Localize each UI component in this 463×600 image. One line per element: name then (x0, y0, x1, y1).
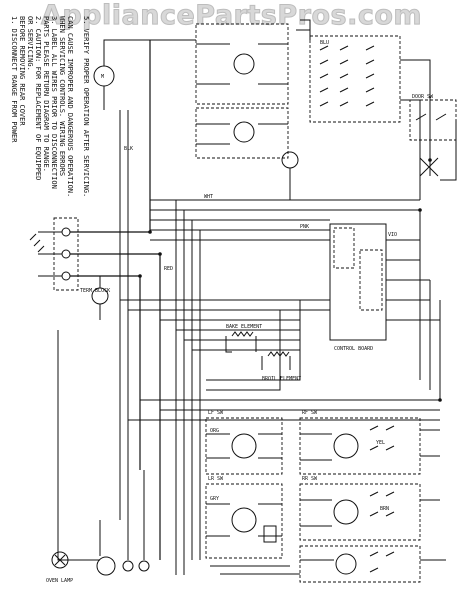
main-bus-wires (57, 39, 201, 575)
watermark: AppliancePartsPros.com (40, 0, 423, 32)
tag-wht: WHT (204, 194, 213, 200)
cross-wiring (120, 199, 440, 421)
note-line-5: PARTS PLEASE RETURN DIAGRAM TO RANGE. (42, 16, 50, 172)
terminal-block-label: TERM BLOCK (80, 288, 110, 294)
lower-right-switches: RF SW RR SW (299, 410, 446, 583)
tag-blu: BLU (320, 40, 329, 46)
door-switch-label: DOOR SW (412, 94, 434, 100)
sensor (91, 276, 109, 320)
broil-element-label: BROIL ELEMENT (262, 376, 301, 382)
note-line-4: 2. CAUTION: FOR REPLACEMENT OF EQUIPPED (34, 16, 42, 180)
motor-label: M (101, 74, 104, 80)
oven-lamp-assembly: OVEN LAMP (46, 470, 150, 584)
control-board-label: CONTROL BOARD (334, 346, 373, 352)
lf-switch-label: LF SW (208, 410, 224, 416)
note-line-7: WHEN SERVICING CONTROLS. WIRING ERRORS (58, 16, 66, 176)
lower-left-switches: LF SW LR SW (205, 410, 300, 575)
tag-gry: GRY (210, 496, 219, 502)
terminal-block: TERM BLOCK (29, 217, 110, 294)
tag-red: RED (164, 266, 173, 272)
note-line-9: 5. VERIFY PROPER OPERATION AFTER SERVICI… (82, 16, 90, 197)
fan-motor: M (93, 39, 150, 110)
upper-switch-group (195, 23, 299, 200)
note-line-8: CAN CAUSE IMPROPER AND DANGEROUS OPERATI… (66, 16, 74, 197)
tag-vio: VIO (388, 232, 397, 238)
note-line-3: OR SERVICING. (26, 16, 34, 71)
control-board: CONTROL BOARD (329, 210, 441, 400)
rf-switch-label: RF SW (302, 410, 318, 416)
lr-switch-label: LR SW (208, 476, 224, 482)
oven-lamp-label: OVEN LAMP (46, 578, 73, 584)
tag-blk-1: BLK (124, 146, 133, 152)
tag-yel: YEL (376, 440, 385, 446)
note-line-2: BEFORE REMOVING REAR COVER (18, 16, 26, 126)
door-switch-assembly: DOOR SW (409, 94, 457, 181)
tag-org: ORG (210, 428, 219, 434)
tag-brn: BRN (380, 506, 389, 512)
tag-pnk: PNK (300, 224, 309, 230)
note-line-6: 3. LABEL ALL WIRES PRIOR TO DISCONNECTIO… (50, 16, 58, 189)
service-notes: 1. DISCONNECT RANGE FROM POWER BEFORE RE… (10, 16, 90, 197)
rr-switch-label: RR SW (302, 476, 318, 482)
note-line-1: 1. DISCONNECT RANGE FROM POWER (10, 16, 18, 143)
junction-dots (138, 158, 442, 402)
wire-color-tags: BLK RED WHT BLU ORG YEL GRY BRN PNK VIO (124, 40, 397, 512)
bake-element-label: BAKE ELEMENT (226, 324, 262, 330)
oven-elements: BAKE ELEMENT BROIL ELEMENT (225, 324, 301, 382)
